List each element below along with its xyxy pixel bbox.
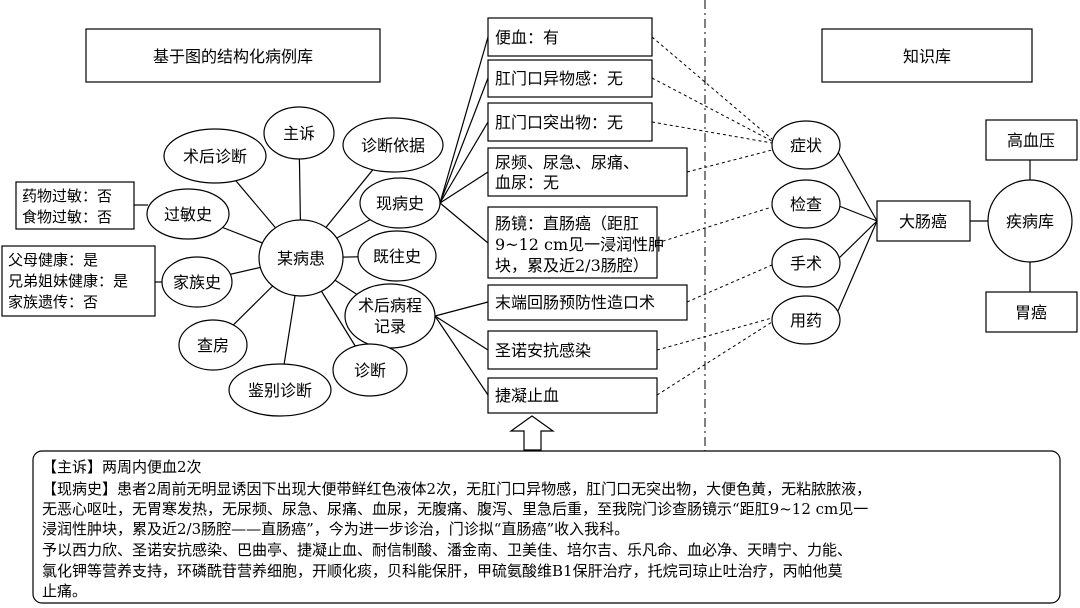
attr-colonoscopy-2: 9~12 cm见一浸润性肿: [495, 235, 664, 254]
node-diagnosis-basis: [342, 117, 444, 173]
record-text-box: [32, 450, 1061, 604]
postop-record-label-2: 记录: [374, 317, 406, 336]
kn-disease-db-label: 疾病库: [1006, 212, 1054, 231]
attr-urinary-2: 血尿：无: [495, 173, 559, 192]
kn-medication: [771, 295, 841, 345]
box-blood-in-stool: [487, 17, 653, 57]
chief-complaint-label: 主诉: [283, 124, 315, 143]
node-diagnosis: [332, 343, 408, 397]
kn-symptom: [771, 120, 841, 170]
node-family-history: [161, 256, 233, 308]
kn-colorectal-box: [876, 200, 971, 242]
attr-anal-foreign: 肛门口异物感：无: [495, 69, 623, 88]
dashed-connectors: [651, 0, 773, 455]
record-line-4: 浸润性肿块，累及近2/3肠腔——直肠癌”，今为进一步诊治，门诊拟“直肠癌”收入我…: [42, 520, 629, 538]
diagnosis-basis-label: 诊断依据: [361, 136, 425, 155]
kn-disease-db: [987, 179, 1073, 263]
kn-hypertension-box: [985, 119, 1078, 161]
attr-colonoscopy-1: 肠镜：直肠癌（距肛: [495, 214, 639, 233]
box-colonoscopy: [487, 206, 658, 279]
record-line-6: 氯化钾等营养支持，环磷酰苷营养细胞，开顺化痰，贝科能保肝，甲硫氨酸维B1保肝治疗…: [42, 562, 843, 580]
box-drug-1: [487, 330, 658, 370]
node-postop-diagnosis: [163, 128, 267, 184]
record-line-7: 止痛。: [42, 582, 87, 600]
record-line-3: 无恶心呕吐，无胃寒发热，无尿频、尿急、尿痛、血尿，无腹痛、腹泻、里急后重，至我院…: [42, 500, 868, 518]
present-illness-label: 现病史: [376, 194, 424, 213]
center-node: [258, 219, 344, 297]
attr-colonoscopy-3: 块，累及近2/3肠腔）: [495, 256, 649, 275]
family-box: [1, 245, 156, 317]
node-allergy-history: [146, 188, 230, 240]
family-parents: 父母健康：是: [8, 251, 98, 269]
up-arrow-icon: [509, 415, 555, 451]
right-title-box: [821, 28, 1033, 83]
attr-drug-1: 圣诺安抗感染: [495, 341, 591, 360]
node-past-history: [357, 230, 437, 282]
kn-medication-label: 用药: [790, 311, 822, 330]
attr-urinary-1: 尿频、尿急、尿痛、: [495, 153, 639, 172]
node-postop-record: [344, 283, 436, 349]
allergy-history-label: 过敏史: [164, 205, 212, 224]
allergy-box: [15, 181, 135, 230]
attr-blood-in-stool: 便血：有: [495, 28, 559, 47]
record-line-1: 【主诉】两周内便血2次: [42, 458, 202, 476]
node-ward-round: [178, 319, 248, 371]
family-history-label: 家族史: [173, 273, 221, 292]
left-title: 基于图的结构化病例库: [153, 47, 313, 66]
postop-record-label-1: 术后病程: [358, 296, 422, 315]
attr-anal-protrusion: 肛门口突出物：无: [495, 113, 623, 132]
left-title-box: [85, 28, 381, 83]
kn-exam: [771, 179, 841, 229]
kn-gastric-label: 胃癌: [1015, 303, 1047, 322]
box-surgery: [487, 284, 688, 321]
box-anal-foreign: [487, 59, 653, 98]
allergy-food: 食物过敏：否: [22, 208, 112, 226]
family-siblings: 兄弟姐妹健康：是: [8, 272, 128, 290]
allergy-drug: 药物过敏：否: [22, 187, 112, 205]
past-history-label: 既往史: [373, 247, 421, 266]
kn-exam-label: 检查: [790, 195, 822, 214]
node-differential: [228, 363, 332, 417]
attr-drug-2: 捷凝止血: [495, 386, 559, 405]
kn-colorectal-label: 大肠癌: [899, 212, 947, 231]
family-genetic: 家族遗传：否: [8, 293, 98, 311]
differential-label: 鉴别诊断: [248, 381, 312, 400]
kn-hypertension-label: 高血压: [1007, 131, 1055, 150]
diagnosis-label: 诊断: [354, 361, 386, 380]
record-line-2: 【现病史】患者2周前无明显诱因下出现大便带鲜红色液体2次，无肛门口异物感，肛门口…: [42, 480, 871, 498]
kn-gastric-box: [985, 291, 1078, 333]
attr-surgery: 末端回肠预防性造口术: [495, 293, 655, 312]
kn-symptom-label: 症状: [790, 136, 822, 155]
kn-surgery: [771, 238, 841, 288]
record-line-5: 予以西力欣、圣诺安抗感染、巴曲亭、捷凝止血、耐信制酸、潘金南、卫美佳、培尔吉、乐…: [42, 541, 852, 559]
box-urinary: [487, 147, 688, 197]
node-chief-complaint: [263, 106, 335, 160]
kn-surgery-label: 手术: [790, 254, 822, 273]
ward-round-label: 查房: [197, 336, 229, 355]
node-present-illness: [359, 177, 441, 229]
right-title: 知识库: [903, 47, 951, 66]
postop-diagnosis-label: 术后诊断: [183, 147, 247, 166]
box-drug-2: [487, 377, 658, 414]
center-label: 某病患: [277, 249, 325, 268]
box-anal-protrusion: [487, 102, 653, 142]
